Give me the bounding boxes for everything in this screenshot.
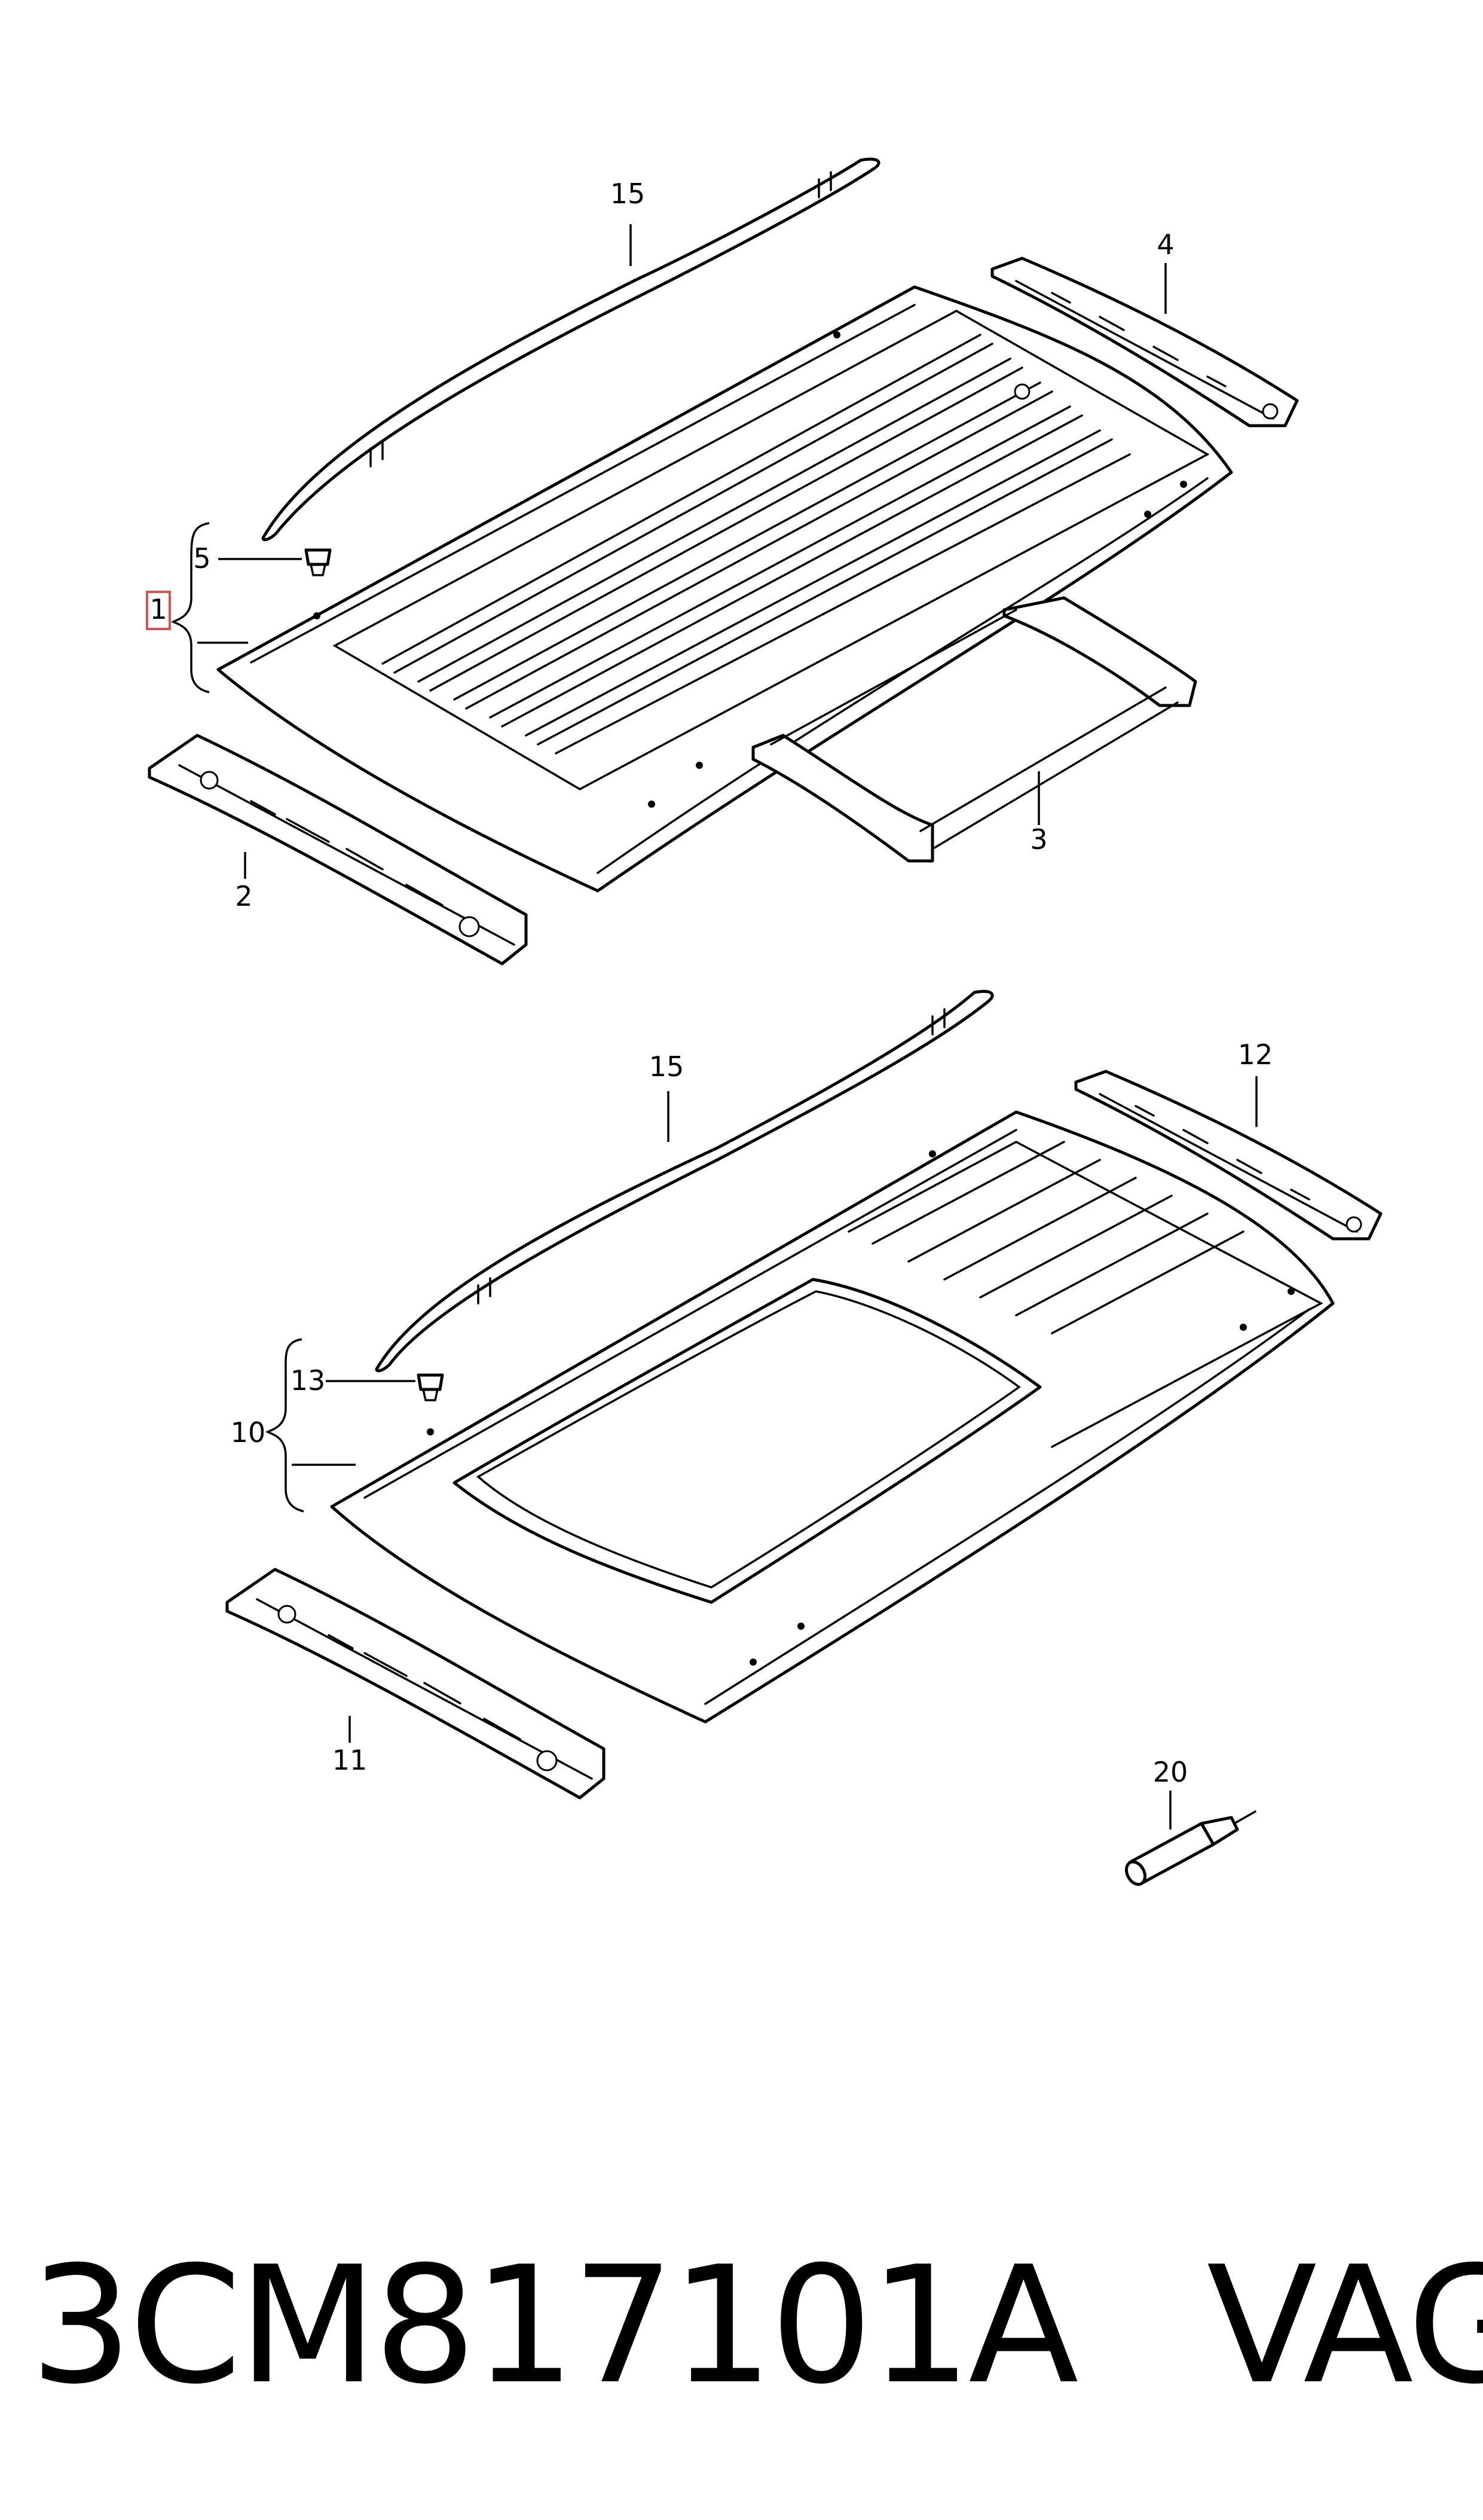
- callout-3: 3: [1030, 823, 1047, 856]
- roof-rail-bottom: [375, 989, 994, 1373]
- roof-panel-sunroof: [330, 1110, 1335, 1724]
- leader-lines-top: [171, 224, 1167, 879]
- part-number: 3CM817101A: [30, 2231, 1079, 2420]
- highlight-box-item-1: [146, 591, 171, 630]
- rear-cross-member-bottom: [1074, 1070, 1383, 1241]
- callout-10: 10: [231, 1416, 266, 1449]
- sunroof-frame-top: [751, 596, 1197, 863]
- callout-11: 11: [332, 1744, 368, 1776]
- callout-13: 13: [291, 1364, 326, 1397]
- callout-20: 20: [1153, 1756, 1188, 1788]
- callout-4: 4: [1157, 228, 1174, 261]
- callout-2: 2: [235, 880, 252, 912]
- front-cross-member-top: [148, 734, 528, 966]
- callout-15-bottom: 15: [649, 1050, 684, 1083]
- callout-1: 1: [149, 593, 167, 625]
- clip-bottom: [417, 1373, 444, 1401]
- leader-lines-bottom: [265, 1076, 1258, 1829]
- clip-top: [304, 548, 332, 576]
- callout-5: 5: [193, 542, 210, 575]
- callout-12: 12: [1238, 1038, 1273, 1071]
- rear-cross-member-top: [990, 256, 1299, 427]
- footer-caption: 3CM817101A VAG: [30, 2231, 1483, 2420]
- roof-rail-top: [261, 157, 880, 542]
- callout-15-top: 15: [610, 178, 646, 210]
- front-cross-member-bottom: [225, 1568, 606, 1800]
- brand-name: VAG: [1206, 2231, 1483, 2420]
- sealant-tube: [1124, 1810, 1256, 1886]
- roof-panel-ribbed: [216, 285, 1233, 893]
